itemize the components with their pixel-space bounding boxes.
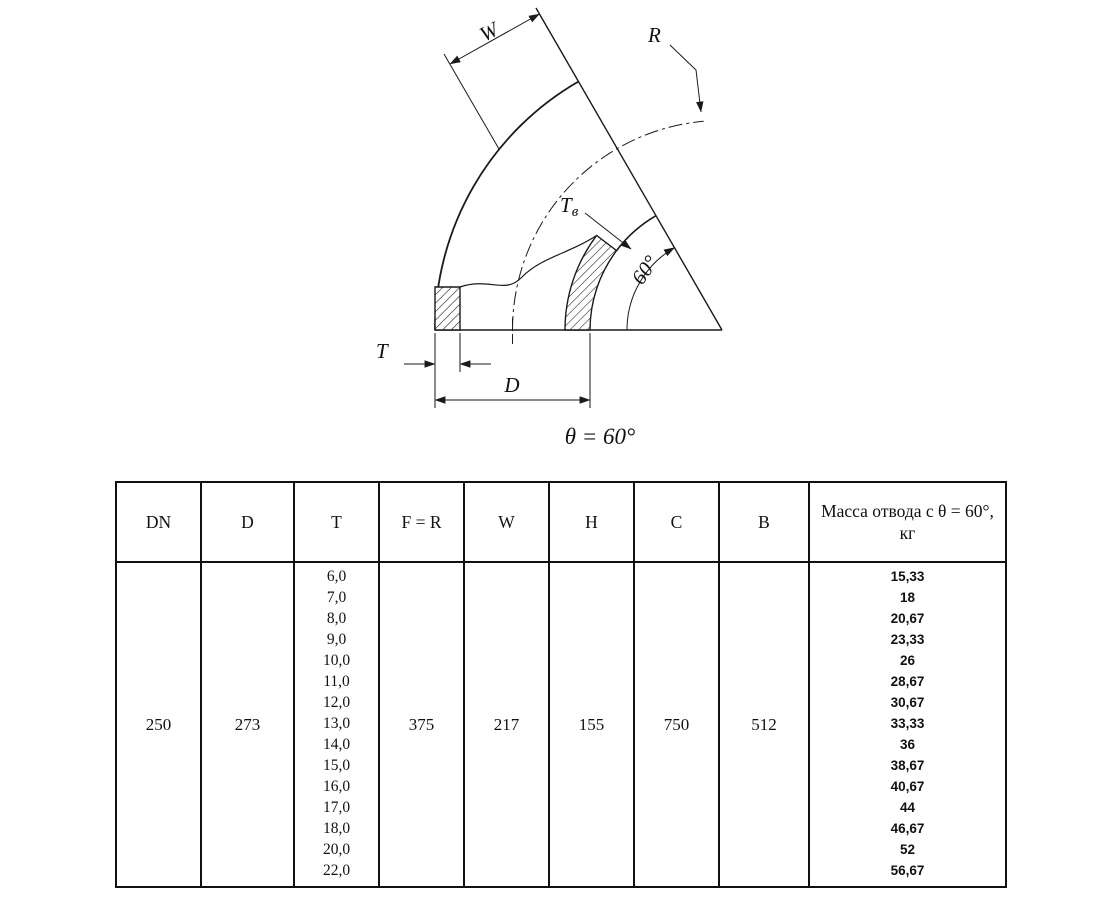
value-line: 17,0	[322, 799, 351, 816]
value-line: 36	[899, 737, 916, 752]
w-label: W	[476, 16, 505, 46]
w-dimension-line	[449, 13, 540, 65]
value-line: 20,67	[890, 611, 925, 626]
cell-f-r: 375	[378, 561, 465, 888]
value-line: 23,33	[890, 632, 925, 647]
value-line: 12,0	[322, 694, 351, 711]
wall-section-inner	[564, 234, 618, 331]
angle-arc	[626, 247, 675, 331]
r-leader-line	[669, 44, 704, 113]
w-extension-line	[443, 53, 500, 150]
value-line: 10,0	[322, 652, 351, 669]
dimensions-table: DN D T F = R W H C B Масса отвода с θ = …	[115, 481, 1007, 888]
col-header-d: D	[200, 481, 295, 563]
value-line: 16,0	[322, 778, 351, 795]
value-line: 52	[899, 842, 916, 857]
col-header-h: H	[548, 481, 635, 563]
cell-t-values: 6,0 7,0 8,0 9,0 10,0 11,0 12,0 13,0 14,0 15,0 16,0…	[293, 561, 380, 888]
col-header-w: W	[463, 481, 550, 563]
value-line: 30,67	[890, 695, 925, 710]
cell-d: 273	[200, 561, 295, 888]
theta-caption: θ = 60°	[565, 424, 636, 449]
value-line: 18,0	[322, 820, 351, 837]
bend-centerline-arc	[512, 120, 704, 331]
value-line: 14,0	[322, 736, 351, 753]
exit-face-slant-line	[535, 7, 723, 331]
value-line: 13,0	[322, 715, 351, 732]
value-line: 46,67	[890, 821, 925, 836]
value-line: 38,67	[890, 758, 925, 773]
t-label: T	[376, 339, 389, 363]
cell-c: 750	[633, 561, 720, 888]
dimensions-table-wrapper: DN D T F = R W H C B Масса отвода с θ = …	[115, 481, 1007, 888]
value-line: 18	[899, 590, 916, 605]
value-line: 26	[899, 653, 916, 668]
tv-label: Tв	[560, 193, 579, 220]
value-line: 44	[899, 800, 916, 815]
cell-dn: 250	[115, 561, 202, 888]
col-header-mass: Масса отвода с θ = 60°, кг	[808, 481, 1007, 563]
value-line: 8,0	[326, 610, 347, 627]
value-line: 15,33	[890, 569, 925, 584]
elbow-technical-drawing: W R Tв 60° T D θ = 60°	[376, 7, 723, 449]
elbow-inner-arc	[615, 215, 657, 252]
cell-h: 155	[548, 561, 635, 888]
cell-w: 217	[463, 561, 550, 888]
value-line: 56,67	[890, 863, 925, 878]
value-line: 40,67	[890, 779, 925, 794]
value-line: 11,0	[323, 673, 350, 690]
col-header-c: C	[633, 481, 720, 563]
tv-arrow	[584, 212, 632, 250]
angle-label: 60°	[626, 251, 663, 289]
cell-b: 512	[718, 561, 810, 888]
wall-section-left	[434, 286, 461, 331]
section-break-line	[459, 234, 597, 288]
value-line: 20,0	[322, 841, 351, 858]
cell-mass-values: 15,33 18 20,67 23,33 26 28,67 30,67 33,33 36 38,6…	[808, 561, 1007, 888]
value-line: 22,0	[322, 862, 351, 879]
value-line: 15,0	[322, 757, 351, 774]
data-row: 250 273 6,0 7,0 8,0 9,0 10,0 11,0 12,0 13,0 14,0…	[115, 561, 1007, 888]
col-header-f-r: F = R	[378, 481, 465, 563]
d-label: D	[503, 373, 519, 397]
col-header-b: B	[718, 481, 810, 563]
value-line: 28,67	[890, 674, 925, 689]
value-line: 6,0	[326, 568, 347, 585]
col-header-dn: DN	[115, 481, 202, 563]
r-label: R	[647, 23, 661, 47]
value-line: 33,33	[890, 716, 925, 731]
col-header-t: T	[293, 481, 380, 563]
value-line: 9,0	[326, 631, 347, 648]
header-row: DN D T F = R W H C B Масса отвода с θ = …	[115, 481, 1007, 563]
value-line: 7,0	[326, 589, 347, 606]
